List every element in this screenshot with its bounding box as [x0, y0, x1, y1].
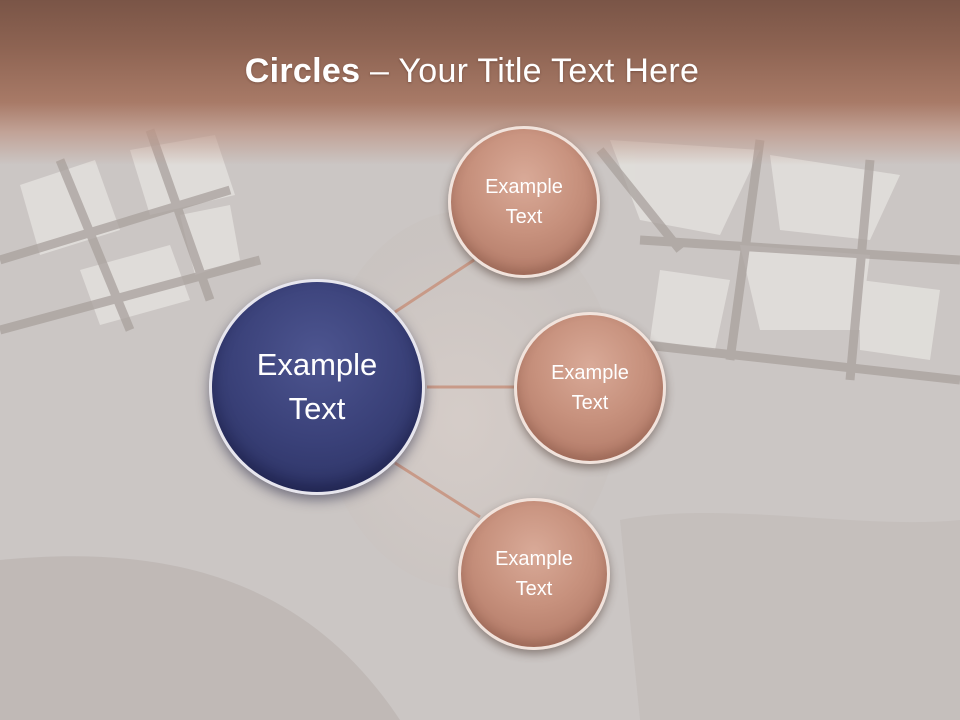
outer-circle-middle[interactable]: Example Text: [514, 312, 666, 464]
title-rest-part: – Your Title Text Here: [360, 52, 700, 90]
outer-circle-bottom[interactable]: Example Text: [458, 498, 610, 650]
outer-circle-label: Example Text: [495, 548, 573, 600]
slide-title[interactable]: Circles – Your Title Text Here: [0, 52, 944, 91]
connector-line-top: [394, 258, 475, 314]
title-bold-part: Circles: [244, 52, 361, 90]
title-band: [0, 0, 960, 165]
outer-circle-top[interactable]: Example Text: [448, 126, 600, 278]
connector-line-bottom: [394, 461, 481, 519]
outer-circle-label: Example Text: [485, 176, 563, 228]
center-circle-label: Example Text: [256, 347, 378, 426]
center-circle[interactable]: Example Text: [209, 279, 425, 495]
outer-circle-label: Example Text: [551, 362, 629, 414]
